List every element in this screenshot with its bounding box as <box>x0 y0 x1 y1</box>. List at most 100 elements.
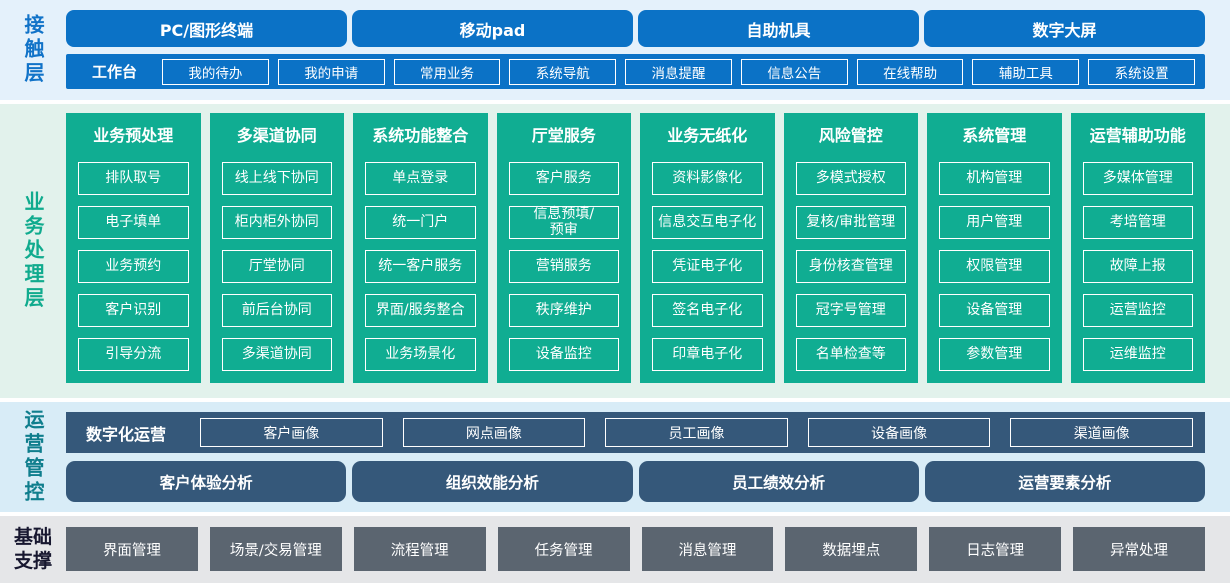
feature-box: 秩序维护 <box>508 294 619 327</box>
foundation-data-tracking: 数据埋点 <box>785 527 918 571</box>
layer-business-gutter: 业务处理层 <box>0 104 66 398</box>
feature-box: 柜内柜外协同 <box>221 206 332 239</box>
foundation-process-management: 流程管理 <box>353 527 486 571</box>
workbench-item-system-nav: 系统导航 <box>509 58 617 85</box>
workbench-label: 工作台 <box>92 63 138 81</box>
terminal-mobile-pad: 移动pad <box>352 10 633 47</box>
feature-box: 机构管理 <box>939 162 1050 195</box>
foundation-exception-handling: 异常处理 <box>1073 527 1205 571</box>
layer-foundation: 基础支撑 界面管理 场景/交易管理 流程管理 任务管理 消息管理 数据埋点 日志… <box>0 516 1230 583</box>
feature-box: 客户服务 <box>508 162 619 195</box>
column-multi-channel: 多渠道协同 线上线下协同 柜内柜外协同 厅堂协同 前后台协同 多渠道协同 <box>209 113 344 383</box>
feature-box: 设备监控 <box>508 338 619 371</box>
feature-box: 引导分流 <box>78 338 189 371</box>
feature-box: 身份核查管理 <box>795 250 906 283</box>
analysis-customer-experience: 客户体验分析 <box>66 461 347 502</box>
feature-box: 统一客户服务 <box>365 250 476 283</box>
feature-box: 设备管理 <box>939 294 1050 327</box>
layer-business-label: 业务处理层 <box>21 191 45 311</box>
feature-box: 名单检查等 <box>795 338 906 371</box>
terminal-self-service: 自助机具 <box>638 10 919 47</box>
workbench-item-applications: 我的申请 <box>277 58 385 85</box>
feature-box: 冠字号管理 <box>795 294 906 327</box>
column-hall-service: 厅堂服务 客户服务 信息预填/ 预审 营销服务 秩序维护 设备监控 <box>496 113 631 383</box>
workbench-item-aux-tools: 辅助工具 <box>972 58 1080 85</box>
feature-box: 客户识别 <box>78 294 189 327</box>
business-columns: 业务预处理 排队取号 电子填单 业务预约 客户识别 引导分流 多渠道协同 线上线… <box>66 104 1205 383</box>
foundation-row: 界面管理 场景/交易管理 流程管理 任务管理 消息管理 数据埋点 日志管理 异常… <box>66 527 1205 571</box>
foundation-ui-management: 界面管理 <box>66 527 198 571</box>
feature-box: 电子填单 <box>78 206 189 239</box>
feature-box: 复核/审批管理 <box>795 206 906 239</box>
workbench-bar: 工作台 我的待办 我的申请 常用业务 系统导航 消息提醒 信息公告 在线帮助 辅… <box>66 54 1205 89</box>
workbench-item-announcements: 信息公告 <box>740 58 848 85</box>
foundation-log-management: 日志管理 <box>929 527 1062 571</box>
foundation-message-management: 消息管理 <box>641 527 774 571</box>
feature-box: 业务场景化 <box>365 338 476 371</box>
column-paperless: 业务无纸化 资料影像化 信息交互电子化 凭证电子化 签名电子化 印章电子化 <box>640 113 775 383</box>
layer-foundation-body: 界面管理 场景/交易管理 流程管理 任务管理 消息管理 数据埋点 日志管理 异常… <box>66 516 1205 583</box>
column-title: 系统功能整合 <box>372 126 469 145</box>
column-title: 运营辅助功能 <box>1089 126 1186 145</box>
layer-operations: 运营管控 数字化运营 客户画像 网点画像 员工画像 设备画像 渠道画像 客户体验… <box>0 402 1230 512</box>
foundation-task-management: 任务管理 <box>497 527 630 571</box>
feature-box: 多渠道协同 <box>221 338 332 371</box>
workbench-item-message-alerts: 消息提醒 <box>625 58 732 85</box>
portrait-customer: 客户画像 <box>200 418 383 447</box>
feature-box: 资料影像化 <box>652 162 763 195</box>
feature-box: 业务预约 <box>78 250 189 283</box>
portrait-device: 设备画像 <box>807 418 991 447</box>
feature-box: 多模式授权 <box>795 162 906 195</box>
feature-box: 单点登录 <box>365 162 476 195</box>
feature-box: 印章电子化 <box>652 338 763 371</box>
column-ops-auxiliary: 运营辅助功能 多媒体管理 考培管理 故障上报 运营监控 运维监控 <box>1070 113 1205 383</box>
feature-box: 线上线下协同 <box>221 162 332 195</box>
digital-operations-bar: 数字化运营 客户画像 网点画像 员工画像 设备画像 渠道画像 <box>66 412 1205 453</box>
column-title: 多渠道协同 <box>236 126 317 145</box>
portrait-channel: 渠道画像 <box>1010 418 1193 447</box>
layer-operations-gutter: 运营管控 <box>0 402 66 512</box>
column-system-management: 系统管理 机构管理 用户管理 权限管理 设备管理 参数管理 <box>927 113 1062 383</box>
workbench-item-common-business: 常用业务 <box>393 58 501 85</box>
feature-box: 前后台协同 <box>221 294 332 327</box>
layer-contact: 接触层 PC/图形终端 移动pad 自助机具 数字大屏 工作台 我的待办 我的申… <box>0 0 1230 100</box>
layer-foundation-label: 基础支撑 <box>13 525 52 572</box>
layer-operations-body: 数字化运营 客户画像 网点画像 员工画像 设备画像 渠道画像 客户体验分析 组织… <box>66 402 1205 512</box>
feature-box: 权限管理 <box>939 250 1050 283</box>
column-title: 系统管理 <box>962 126 1027 145</box>
feature-box: 统一门户 <box>365 206 476 239</box>
column-title: 风险管控 <box>818 126 883 145</box>
column-system-integration: 系统功能整合 单点登录 统一门户 统一客户服务 界面/服务整合 业务场景化 <box>353 113 488 383</box>
layer-operations-label: 运营管控 <box>21 409 45 505</box>
feature-box: 故障上报 <box>1082 250 1193 283</box>
analysis-row: 客户体验分析 组织效能分析 员工绩效分析 运营要素分析 <box>66 461 1205 502</box>
workbench-item-todo: 我的待办 <box>162 58 269 85</box>
feature-box: 多媒体管理 <box>1082 162 1193 195</box>
feature-box: 信息交互电子化 <box>652 206 763 239</box>
portrait-branch: 网点画像 <box>402 418 586 447</box>
layer-contact-body: PC/图形终端 移动pad 自助机具 数字大屏 工作台 我的待办 我的申请 常用… <box>66 0 1205 100</box>
feature-box: 用户管理 <box>939 206 1050 239</box>
layer-business: 业务处理层 业务预处理 排队取号 电子填单 业务预约 客户识别 引导分流 多渠道… <box>0 104 1230 398</box>
workbench-item-online-help: 在线帮助 <box>856 58 964 85</box>
feature-box: 参数管理 <box>939 338 1050 371</box>
feature-box: 凭证电子化 <box>652 250 763 283</box>
digital-operations-label: 数字化运营 <box>86 424 167 444</box>
terminal-pc: PC/图形终端 <box>66 10 347 47</box>
layer-contact-label: 接触层 <box>21 14 45 86</box>
portrait-employee: 员工画像 <box>605 418 788 447</box>
layer-contact-gutter: 接触层 <box>0 0 66 100</box>
layer-business-body: 业务预处理 排队取号 电子填单 业务预约 客户识别 引导分流 多渠道协同 线上线… <box>66 104 1205 398</box>
feature-box: 界面/服务整合 <box>365 294 476 327</box>
feature-box: 排队取号 <box>78 162 189 195</box>
column-pre-processing: 业务预处理 排队取号 电子填单 业务预约 客户识别 引导分流 <box>66 113 201 383</box>
feature-box: 营销服务 <box>508 250 619 283</box>
terminal-row: PC/图形终端 移动pad 自助机具 数字大屏 <box>66 10 1205 47</box>
layer-foundation-gutter: 基础支撑 <box>0 516 66 583</box>
feature-box: 信息预填/ 预审 <box>508 206 619 239</box>
feature-box: 考培管理 <box>1082 206 1193 239</box>
feature-box: 厅堂协同 <box>221 250 332 283</box>
foundation-scene-transaction: 场景/交易管理 <box>209 527 342 571</box>
analysis-org-efficiency: 组织效能分析 <box>352 461 633 502</box>
